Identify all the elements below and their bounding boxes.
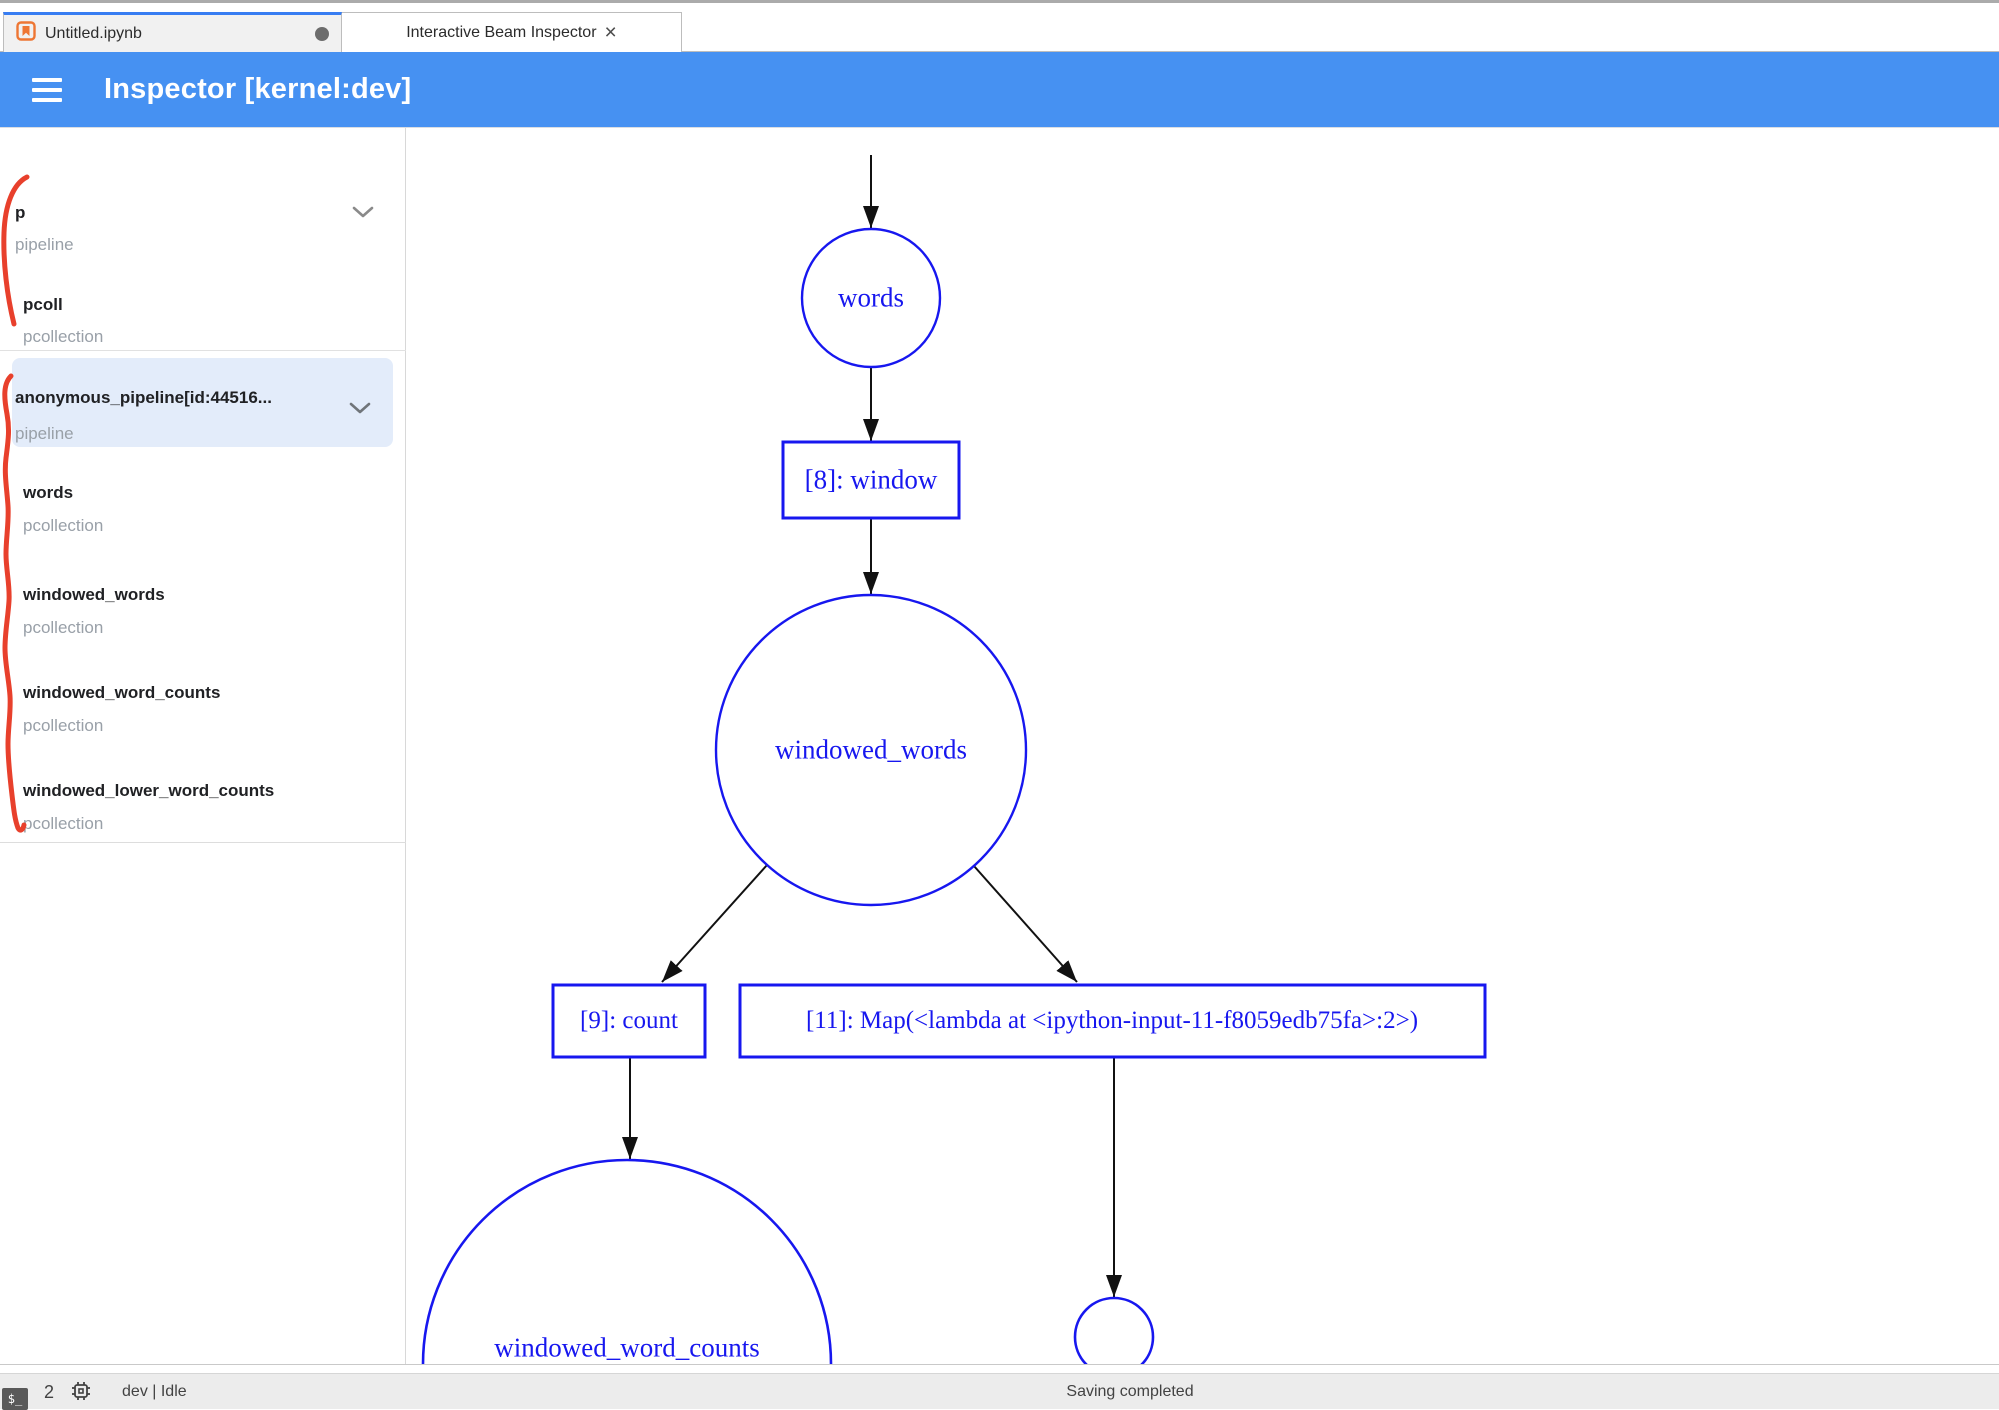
kernel-status[interactable]: dev | Idle (122, 1383, 187, 1400)
tab-title: Untitled.ipynb (45, 24, 142, 42)
selected-item-highlight (12, 358, 393, 447)
notebook-file-icon (16, 21, 36, 46)
inspector-header: Inspector [kernel:dev] (0, 52, 1999, 128)
window-top-edge (0, 0, 1999, 12)
tab-bar: Untitled.ipynb Interactive Beam Inspecto… (0, 12, 1999, 52)
sidebar-card-bottom-border (0, 842, 406, 843)
hamburger-menu-icon[interactable] (32, 77, 62, 102)
node-window-rect[interactable] (781, 440, 961, 520)
tab-beam-inspector[interactable]: Interactive Beam Inspector × (342, 12, 682, 52)
chevron-down-icon[interactable] (349, 402, 371, 415)
content-bottom-border (0, 1364, 1999, 1365)
sidebar-item-type: pcollection (23, 814, 104, 833)
sidebar-item-type: pcollection (23, 618, 104, 637)
node-label-window[interactable]: [8]: window (804, 464, 938, 495)
node-label-map[interactable]: [11]: Map(<lambda at <ipython-input-11-f… (805, 1007, 1419, 1034)
node-label-windowed-word-counts[interactable]: windowed_word_counts (494, 1332, 760, 1363)
terminal-count: 2 (44, 1381, 55, 1402)
node-words-circle[interactable] (800, 227, 942, 369)
tab-title: Interactive Beam Inspector (406, 23, 597, 41)
sidebar-divider (0, 350, 406, 351)
node-count-rect[interactable] (551, 983, 707, 1059)
node-label-count[interactable]: [9]: count (580, 1007, 678, 1034)
close-icon[interactable]: × (604, 21, 617, 44)
terminal-icon[interactable]: $_ (2, 1388, 28, 1410)
status-message: Saving completed (1066, 1383, 1194, 1400)
node-windowed-words-circle[interactable] (714, 593, 1028, 907)
sidebar-item-type: pcollection (23, 327, 104, 346)
sidebar-item-type: pcollection (23, 716, 104, 735)
tab-untitled-notebook[interactable]: Untitled.ipynb (3, 12, 342, 52)
status-bar: $_ 2 dev | Idle Saving completed (0, 1373, 1999, 1410)
node-map-rect[interactable] (738, 983, 1487, 1059)
chevron-down-icon[interactable] (352, 206, 374, 219)
sidebar-item-type: pcollection (23, 516, 104, 535)
unsaved-changes-dot[interactable] (315, 26, 329, 41)
sidebar-item-type: pipeline (15, 235, 74, 254)
node-label-windowed-words[interactable]: windowed_words (775, 734, 967, 765)
pipeline-graph-canvas (421, 155, 1487, 1364)
page-title: Inspector [kernel:dev] (104, 73, 412, 105)
kernel-chip-icon[interactable] (70, 1380, 92, 1407)
node-windowed-lower-word-counts-circle[interactable] (1073, 1296, 1155, 1364)
node-label-words[interactable]: words (838, 282, 904, 313)
graph-edges (622, 155, 1122, 1297)
pipeline-sidebar: p pipeline pcoll pcollection anonymous_p… (0, 128, 406, 1364)
sidebar-item-type: pipeline (15, 424, 74, 443)
node-windowed-word-counts-circle[interactable] (421, 1158, 833, 1364)
